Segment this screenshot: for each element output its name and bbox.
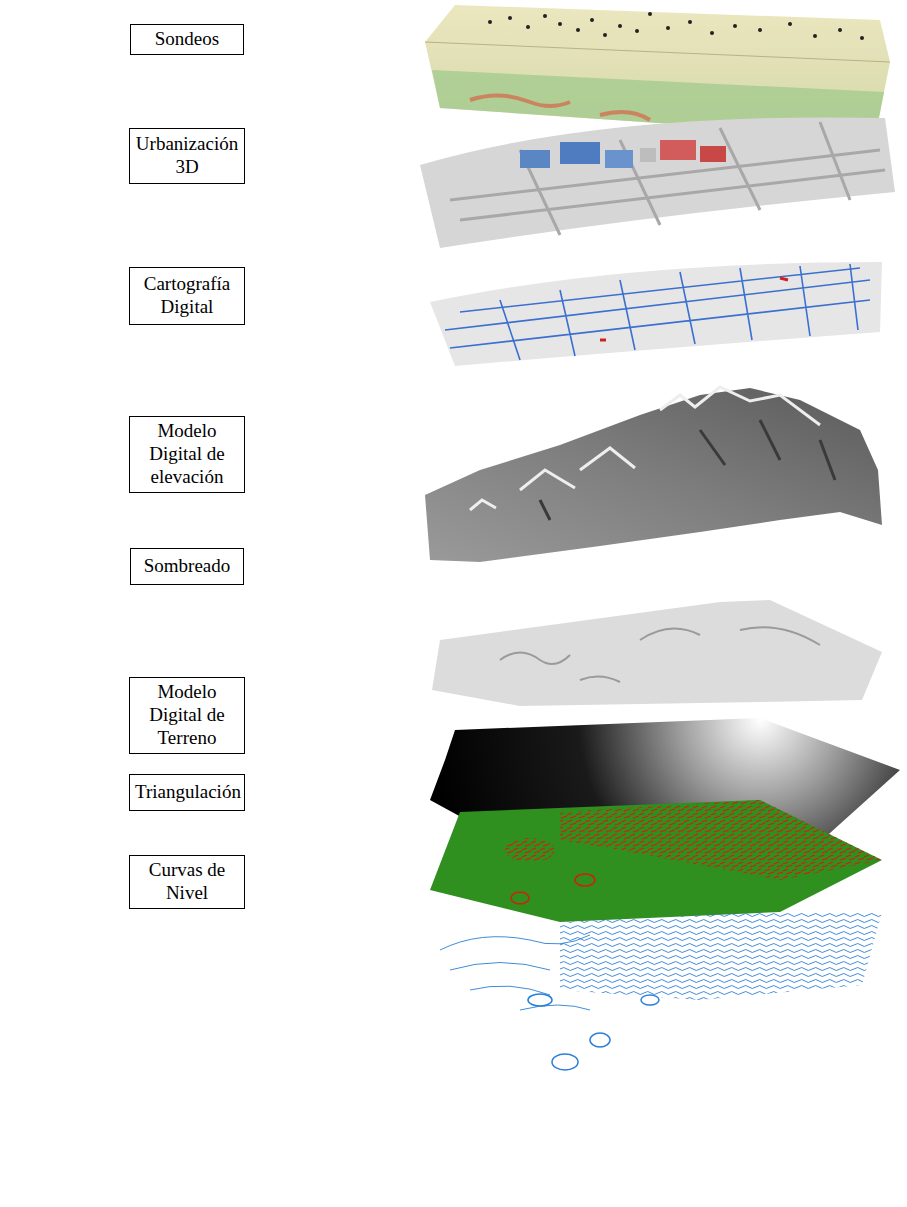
- borehole-dot: [813, 34, 817, 38]
- tin-ring: [511, 892, 529, 904]
- borehole-dot: [688, 20, 692, 24]
- borehole-dot: [758, 28, 762, 32]
- borehole-dot: [576, 28, 580, 32]
- building-blue: [560, 142, 600, 164]
- box-label: Urbanización 3D: [135, 133, 239, 179]
- label-box: Modelo Digital de elevación: [129, 416, 245, 493]
- label-box: Triangulación: [129, 774, 245, 811]
- contour-area: [560, 912, 882, 1000]
- elevation-surface: [425, 388, 882, 562]
- hillshade-surface: [432, 600, 882, 706]
- borehole-dot: [590, 18, 594, 22]
- borehole-dot: [648, 12, 652, 16]
- hillshade-relief: [500, 627, 820, 682]
- borehole-dot: [733, 24, 737, 28]
- borehole-dot: [666, 26, 670, 30]
- box-label: Sombreado: [144, 555, 231, 578]
- borehole-dot: [543, 14, 547, 18]
- contour-ring: [641, 995, 659, 1005]
- relief-shadows: [540, 420, 835, 520]
- label-box: Cartografía Digital: [129, 267, 245, 325]
- building-red: [660, 140, 696, 160]
- building-red: [700, 146, 726, 162]
- street-lines: [445, 264, 870, 360]
- borehole-dot: [488, 20, 492, 24]
- tin-ring: [575, 874, 595, 886]
- borehole-dot: [558, 22, 562, 26]
- map-slab: [430, 262, 882, 366]
- box-label: Curvas de Nivel: [135, 859, 239, 905]
- urban-slab: [420, 117, 895, 248]
- tin-surface: [430, 800, 882, 922]
- relief-highlights: [470, 387, 820, 510]
- building-blue: [520, 150, 550, 168]
- label-box: Urbanización 3D: [129, 128, 245, 184]
- tin-edges: [505, 838, 555, 862]
- building-grey: [640, 148, 656, 162]
- borehole-dot: [635, 29, 639, 33]
- label-box: Curvas de Nivel: [129, 855, 245, 909]
- building-blue: [605, 150, 633, 168]
- contour-ring: [590, 1033, 610, 1047]
- box-label: Cartografía Digital: [135, 273, 239, 319]
- contour-line: [440, 935, 590, 1010]
- borehole-dot: [526, 25, 530, 29]
- borehole-dot: [603, 33, 607, 37]
- digital-map: [430, 262, 882, 366]
- borehole-dots: [488, 12, 864, 40]
- elevation-model: [425, 387, 882, 562]
- box-label: Triangulación: [135, 781, 239, 804]
- borehole-dot: [618, 24, 622, 28]
- label-box: Sondeos: [130, 24, 244, 55]
- urban-3d-model: [420, 117, 895, 248]
- borehole-dot: [860, 36, 864, 40]
- map-marks: [600, 278, 788, 340]
- box-label: Sondeos: [155, 28, 219, 51]
- label-box: Sombreado: [130, 548, 244, 585]
- borehole-dot: [508, 16, 512, 20]
- label-box: Modelo Digital de Terreno: [129, 677, 245, 754]
- triangulation: [430, 800, 882, 922]
- borehole-dot: [788, 22, 792, 26]
- borehole-dot: [838, 28, 842, 32]
- contour-lines: [440, 912, 882, 1070]
- urban-blocks: [450, 122, 885, 235]
- borehole-dot: [710, 31, 714, 35]
- block-edge: [425, 42, 890, 62]
- box-label: Modelo Digital de elevación: [135, 420, 239, 488]
- tin-edges: [560, 800, 882, 880]
- hillshade: [432, 600, 882, 706]
- box-label: Modelo Digital de Terreno: [135, 681, 239, 749]
- contour-ring: [552, 1054, 578, 1070]
- contour-ring: [528, 994, 552, 1006]
